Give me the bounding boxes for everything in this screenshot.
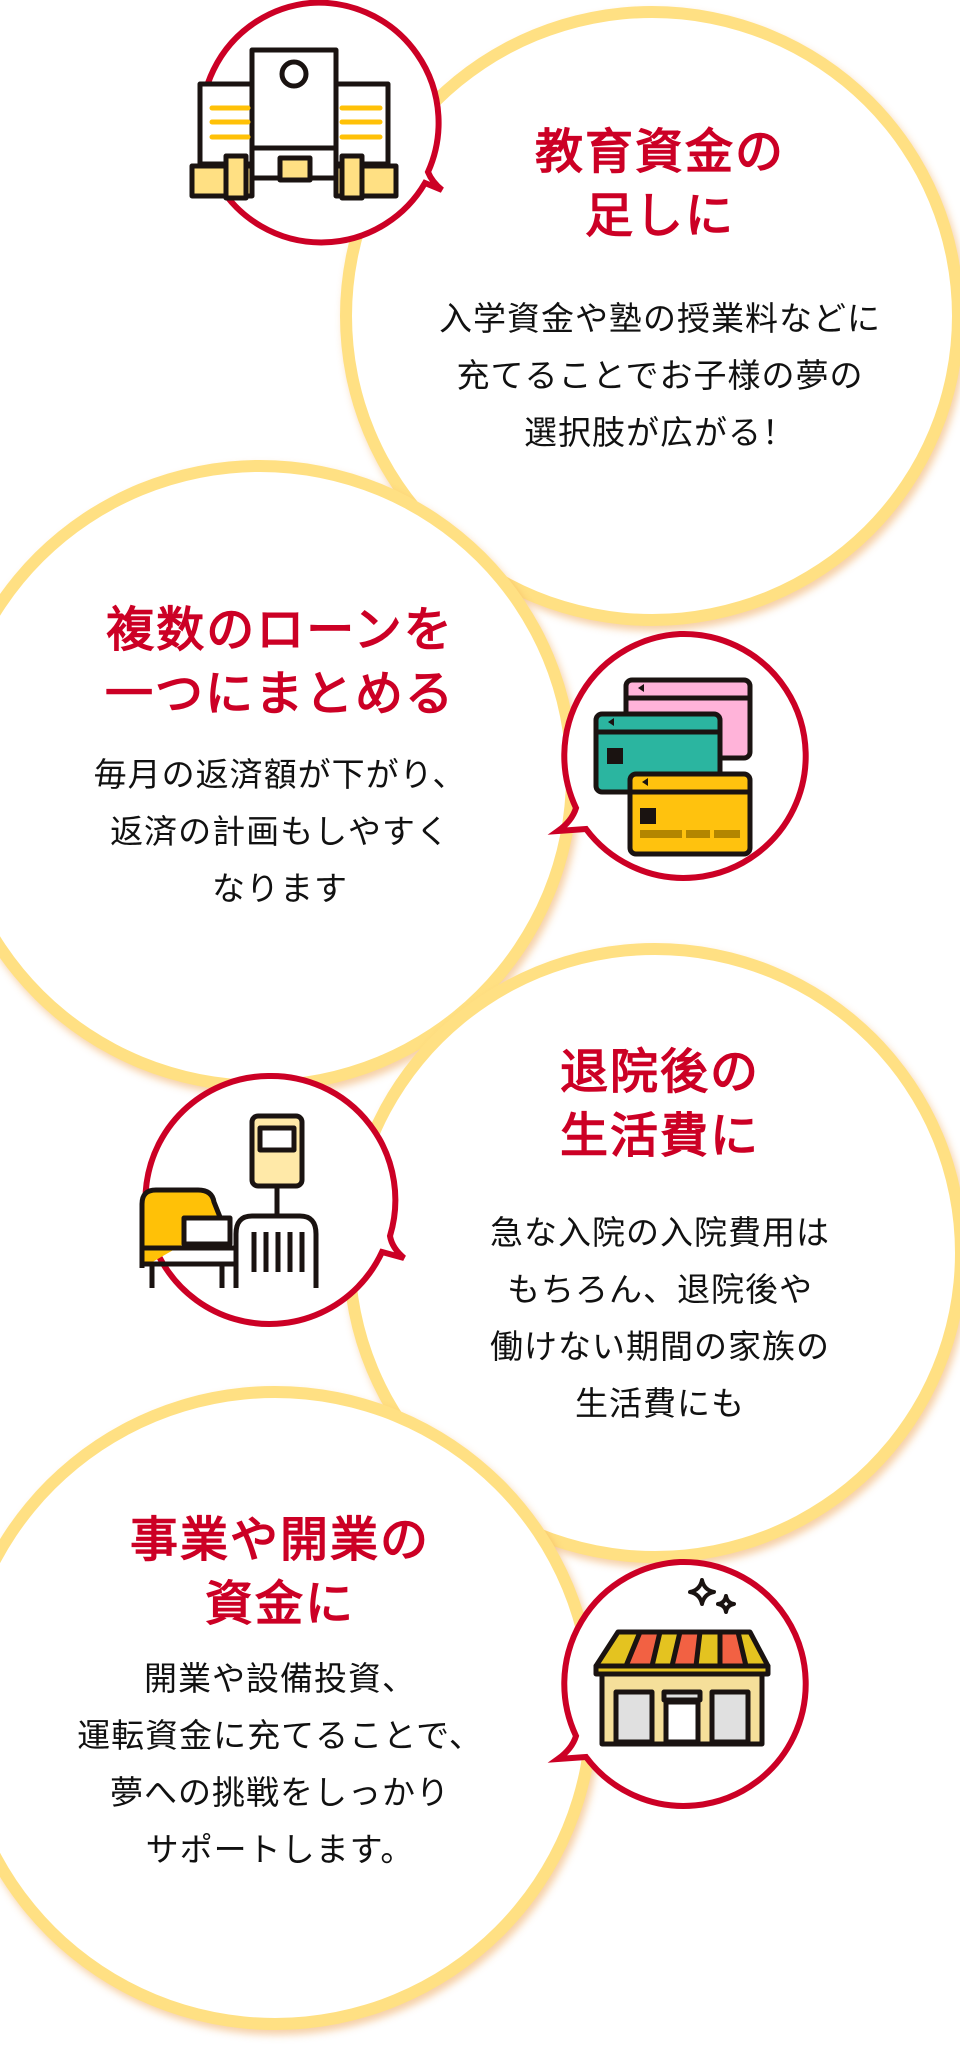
school-building-icon [189, 0, 444, 246]
feature-description: 開業や設備投資、 運転資金に充てることで、 夢への挑戦をしっかり サポートします… [77, 1659, 483, 1869]
feature-education: 教育資金の 足しに 入学資金や塾の授業料などに 充てることでお子様の夢の 選択肢… [380, 120, 940, 461]
feature-title: 退院後の 生活費に [559, 1044, 760, 1164]
feature-title: 事業や開業の 資金に [129, 1512, 430, 1632]
feature-description: 急な入院の入院費用は もちろん、退院後や 働けない期間の家族の 生活費にも [490, 1213, 830, 1423]
feature-description: 毎月の返済額が下がり、 返済の計画もしやすく なります [93, 755, 467, 908]
feature-living-expenses: 退院後の 生活費に 急な入院の入院費用は もちろん、退院後や 働けない期間の家族… [400, 1040, 920, 1432]
storefront-sparkle-icon [547, 1558, 809, 1809]
feature-title: 教育資金の 足しに [534, 124, 785, 244]
credit-cards-icon [547, 630, 809, 881]
hospital-bed-iv-icon [139, 1072, 406, 1327]
feature-title: 複数のローンを 一つにまとめる [104, 602, 455, 722]
feature-business-funds: 事業や開業の 資金に 開業や設備投資、 運転資金に充てることで、 夢への挑戦をし… [20, 1508, 540, 1878]
feature-description: 入学資金や塾の授業料などに 充てることでお子様の夢の 選択肢が広がる！ [439, 299, 881, 452]
feature-loan-consolidation: 複数のローンを 一つにまとめる 毎月の返済額が下がり、 返済の計画もしやすく な… [20, 598, 540, 917]
